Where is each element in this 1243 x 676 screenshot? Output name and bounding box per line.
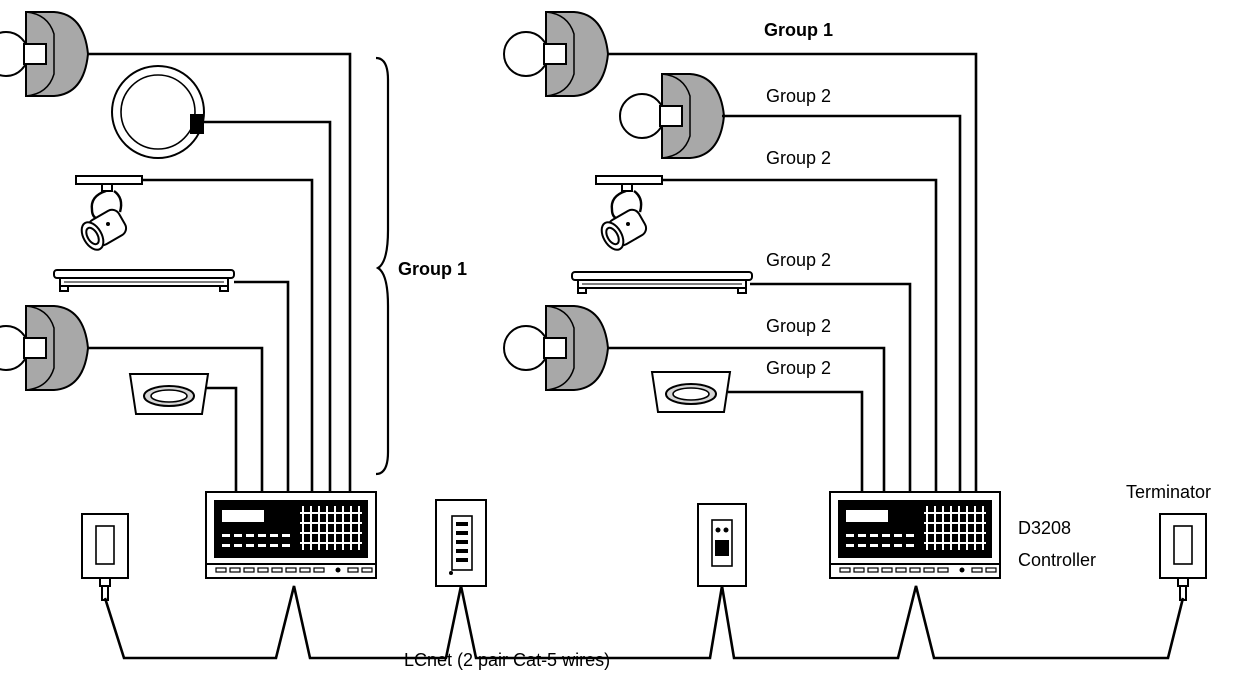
downlight [129, 373, 209, 415]
track-light [74, 174, 144, 255]
controller-label-model: D3208 [1018, 518, 1071, 538]
right-group1-label: Group 1 [764, 20, 833, 40]
wall-jack [697, 503, 747, 587]
track-light-2 [594, 174, 664, 255]
group1-brace-label: Group 1 [398, 259, 467, 279]
right-fixtures [503, 11, 753, 413]
right-group2-label-c: Group 2 [766, 250, 831, 270]
bulb-fixture-2 [0, 305, 89, 391]
fluorescent-strip [53, 269, 235, 292]
lcnet-label: LCnet (2 pair Cat-5 wires) [404, 650, 610, 670]
group-brace [375, 56, 390, 476]
bulb-fixture-3 [503, 11, 609, 97]
power-supply-left [81, 513, 129, 601]
fluorescent-strip-2 [571, 271, 753, 294]
left-wires [88, 52, 352, 492]
bulb-fixture-1 [0, 11, 89, 97]
right-group2-label-a: Group 2 [766, 86, 831, 106]
right-group2-label-d: Group 2 [766, 316, 831, 336]
controller-right [829, 491, 1001, 579]
terminator-label: Terminator [1126, 482, 1211, 502]
controller-label-text: Controller [1018, 550, 1096, 570]
bulb-fixture-4 [619, 73, 725, 159]
keypad [435, 499, 487, 587]
right-group2-label-b: Group 2 [766, 148, 831, 168]
left-fixtures [0, 11, 235, 415]
bulb-fixture-5 [503, 305, 609, 391]
right-group2-label-e: Group 2 [766, 358, 831, 378]
ring-fixture [111, 65, 205, 159]
downlight-2 [651, 371, 731, 413]
controller-left [205, 491, 377, 579]
terminator [1159, 513, 1207, 601]
right-wires [608, 52, 978, 492]
lcnet-bus [103, 585, 1185, 660]
